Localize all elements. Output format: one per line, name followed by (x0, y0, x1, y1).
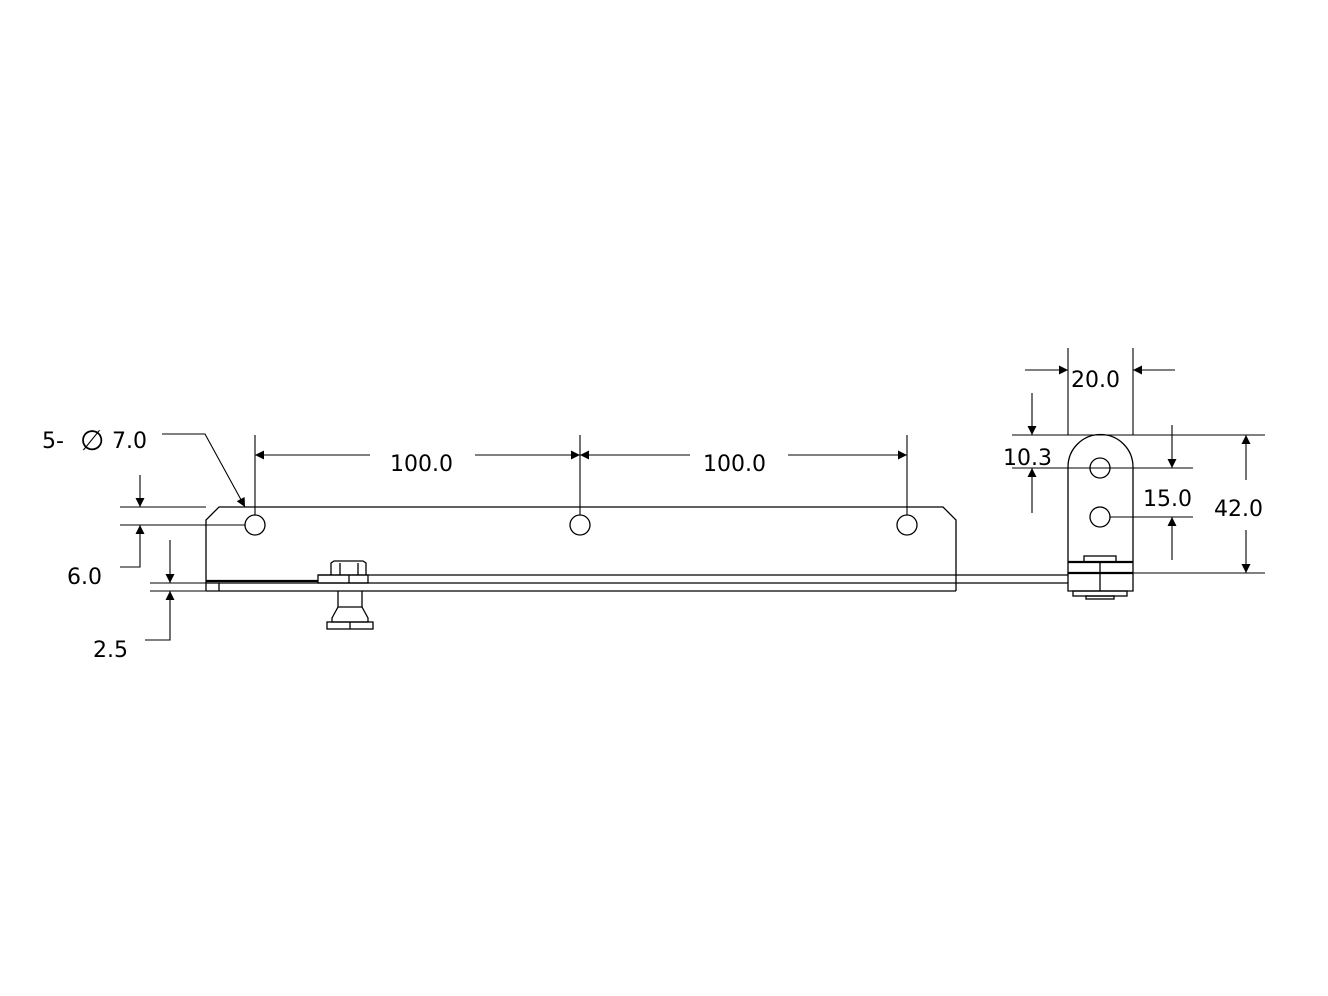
hole (896, 514, 918, 536)
dim-label: 2.5 (93, 638, 128, 663)
hole (569, 514, 591, 536)
diameter-symbol: ∅ (80, 424, 104, 457)
dim-label: 100.0 (703, 452, 766, 477)
dimension-hole-pitch: 100.0 100.0 (254, 435, 908, 515)
dimension-plate-thickness: 2.5 (93, 540, 206, 663)
dimension-tab-height: 42.0 (1133, 435, 1265, 574)
dim-label: 15.0 (1143, 487, 1192, 512)
bolt (317, 560, 374, 630)
dimension-tab-top-hole: 10.3 (1003, 393, 1265, 513)
dimension-tab-hole-spacing: 15.0 (1110, 425, 1193, 560)
callout-diameter: 7.0 (112, 429, 147, 454)
dim-label: 20.0 (1071, 368, 1120, 393)
dimension-tab-width: 20.0 (1025, 348, 1175, 435)
dimension-hole-edge-offset: 6.0 (67, 475, 245, 590)
hole (244, 514, 266, 536)
hole-callout: 5- ∅ 7.0 (42, 424, 246, 508)
mounting-holes (244, 514, 918, 536)
dim-label: 42.0 (1214, 497, 1263, 522)
dim-label: 100.0 (390, 452, 453, 477)
callout-count: 5- (42, 429, 64, 454)
bracket-plate (205, 506, 1068, 592)
dim-label: 10.3 (1003, 446, 1052, 471)
dim-label: 6.0 (67, 565, 102, 590)
